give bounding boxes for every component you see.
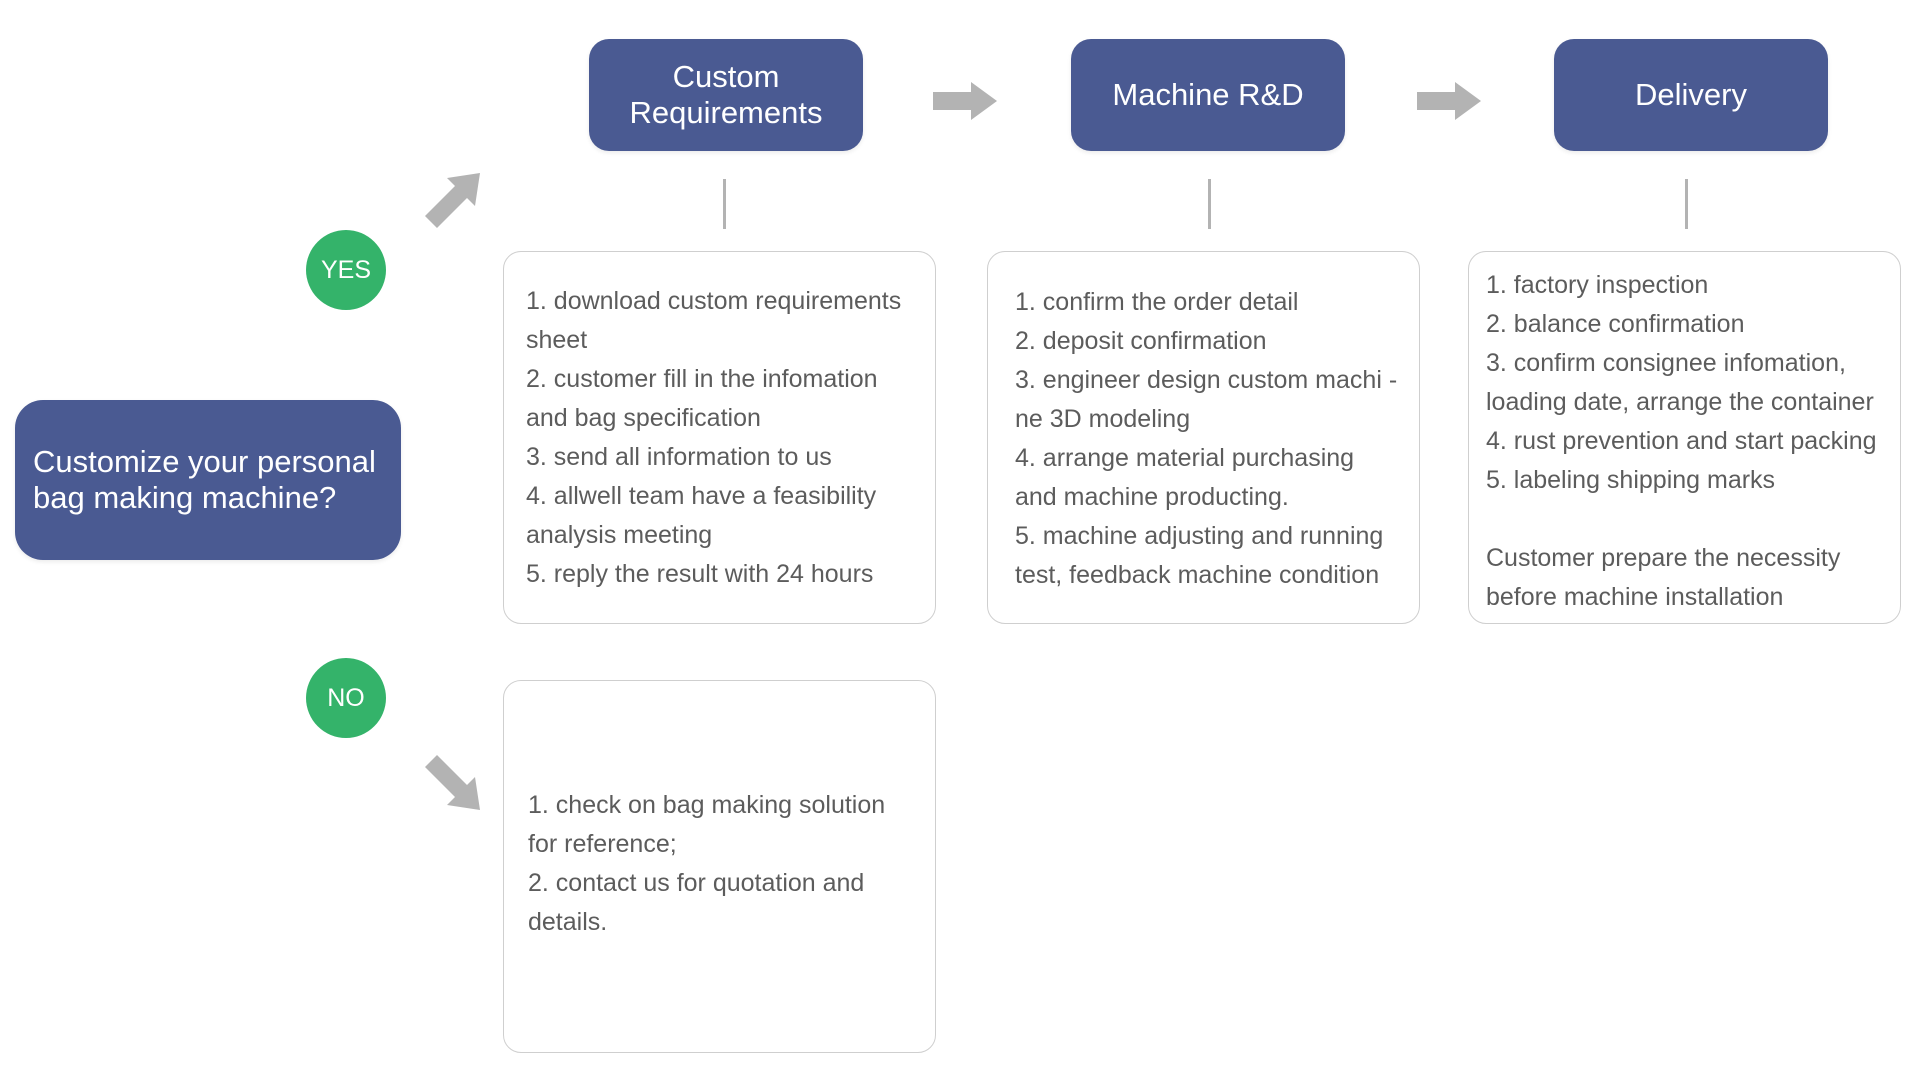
machine-rnd-details: 1. confirm the order detail 2. deposit c… (987, 251, 1420, 624)
no-arrow-icon (425, 755, 480, 810)
detail-line: 4. arrange material purchasing and machi… (1015, 444, 1355, 511)
start-box: Customize your personal bag making machi… (15, 400, 401, 560)
detail-line: 2. customer fill in the infomation and b… (526, 365, 878, 432)
detail-line: 4. rust prevention and start packing (1486, 427, 1877, 455)
detail-line: 2. contact us for quotation and details. (528, 868, 865, 936)
yes-arrow-icon (425, 173, 480, 228)
detail-line: 1. download custom requirements sheet (526, 287, 902, 354)
delivery-details: 1. factory inspection 2. balance confirm… (1468, 251, 1901, 624)
connector-line (723, 179, 726, 229)
detail-line: 2. deposit confirmation (1015, 327, 1267, 355)
no-branch-details: 1. check on bag making solution for refe… (503, 680, 936, 1053)
arrow-right-icon (933, 82, 997, 120)
start-label: Customize your personal bag making machi… (33, 444, 376, 515)
step-machine-rnd: Machine R&D (1071, 39, 1345, 151)
yes-badge: YES (306, 230, 386, 310)
detail-line: 5. machine adjusting and running test, f… (1015, 522, 1384, 589)
detail-line: 3. send all information to us (526, 443, 832, 471)
detail-line: 5. reply the result with 24 hours (526, 560, 874, 588)
step-delivery: Delivery (1554, 39, 1828, 151)
connector-line (1208, 179, 1211, 229)
detail-line: 5. labeling shipping marks (1486, 466, 1776, 494)
detail-line: 2. balance confirmation (1486, 310, 1745, 338)
detail-line: 1. check on bag making solution for refe… (528, 790, 886, 858)
detail-line: 1. confirm the order detail (1015, 288, 1299, 316)
custom-requirements-details: 1. download custom requirements sheet 2.… (503, 251, 936, 624)
step-custom-requirements: Custom Requirements (589, 39, 863, 151)
detail-line: 3. confirm consignee infomation, loading… (1486, 349, 1874, 416)
arrow-right-icon (1417, 82, 1481, 120)
no-badge: NO (306, 658, 386, 738)
detail-line: 3. engineer design custom machi -ne 3D m… (1015, 366, 1398, 433)
detail-line: 1. factory inspection (1486, 271, 1709, 299)
connector-line (1685, 179, 1688, 229)
detail-line: 4. allwell team have a feasibility analy… (526, 482, 877, 549)
detail-note: Customer prepare the necessity before ma… (1486, 544, 1841, 611)
